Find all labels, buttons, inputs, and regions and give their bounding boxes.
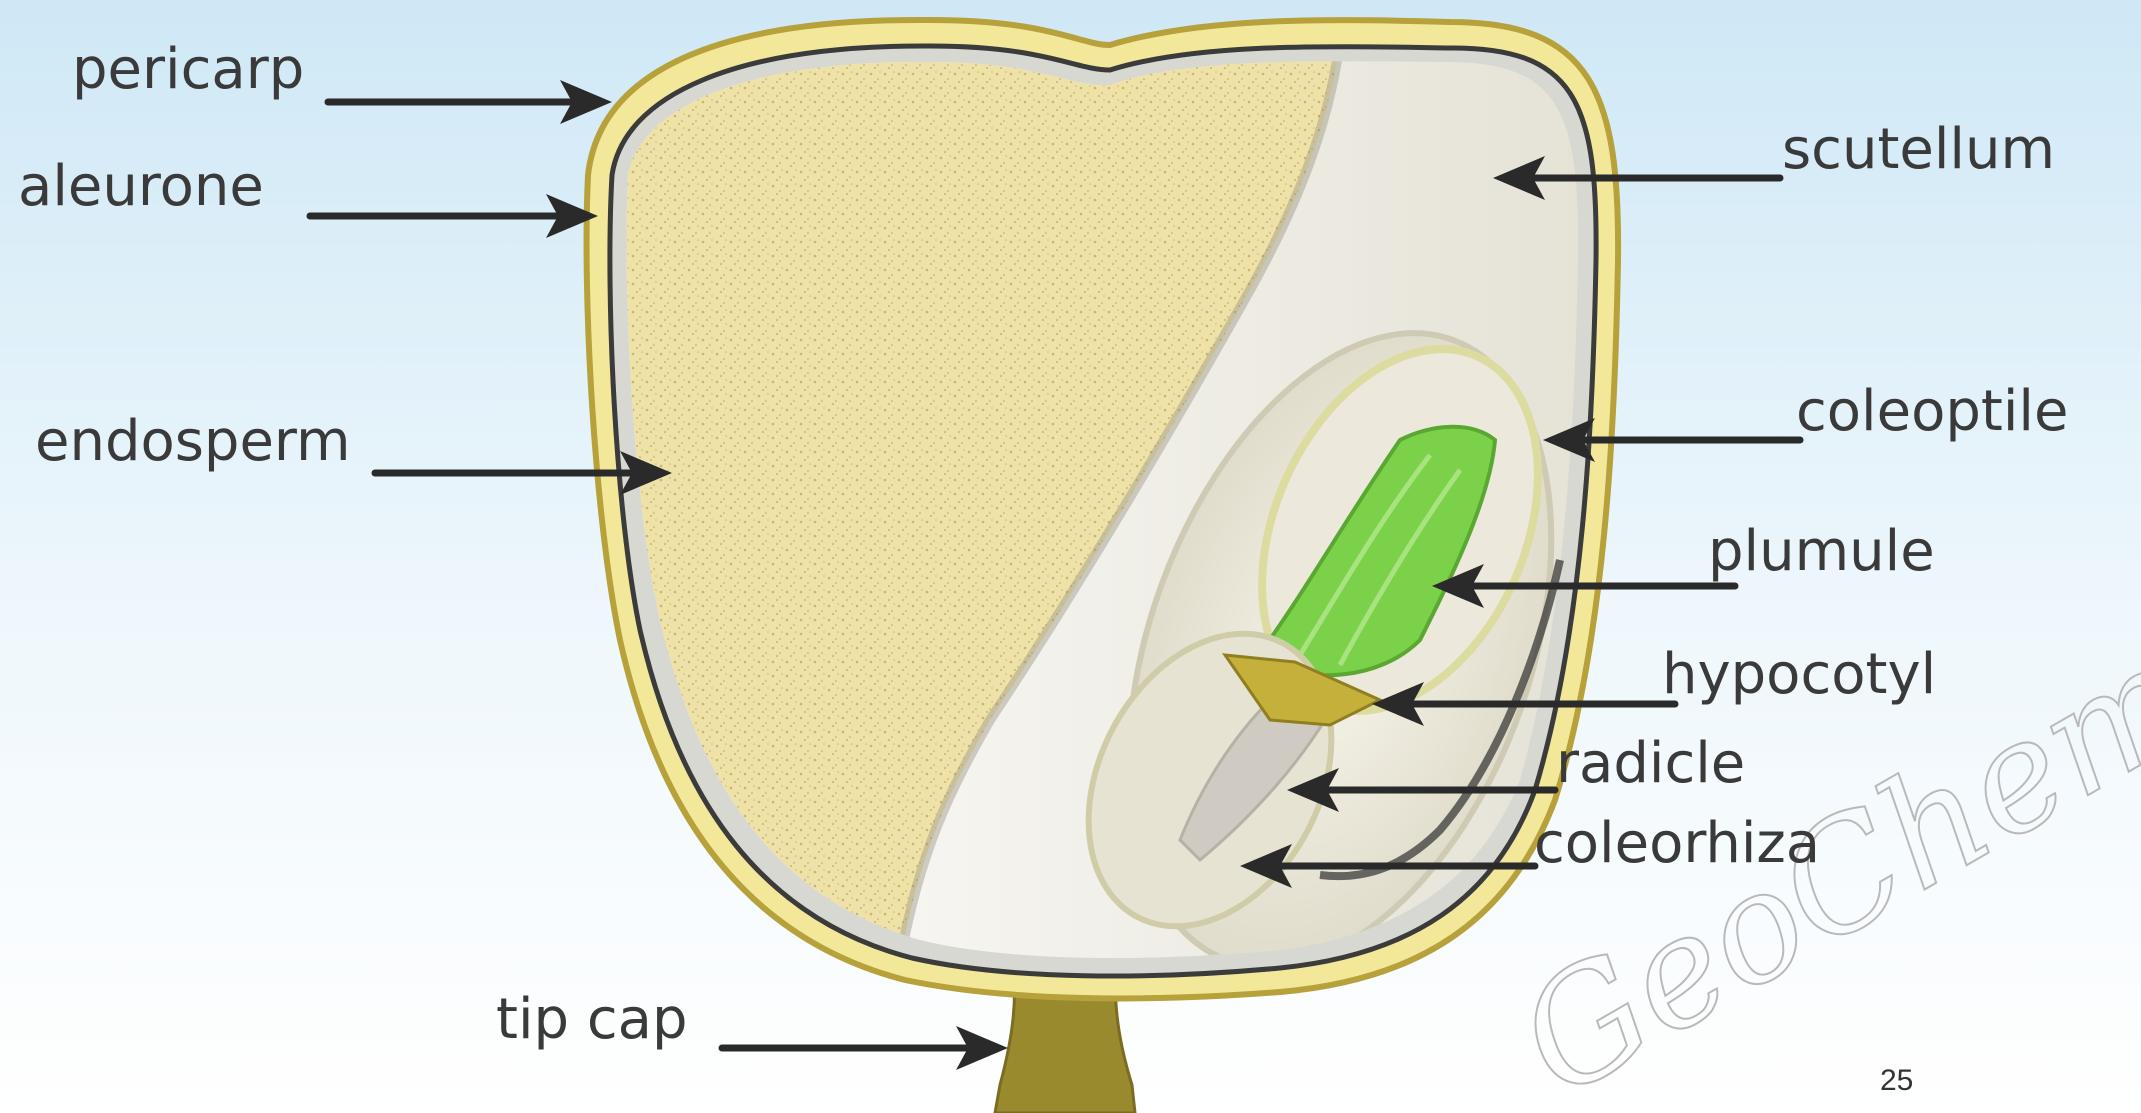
label-tip-cap: tip cap xyxy=(496,987,688,1052)
label-plumule: plumule xyxy=(1708,519,1935,584)
label-endosperm: endosperm xyxy=(35,409,351,474)
label-coleorhiza: coleorhiza xyxy=(1534,811,1820,876)
label-pericarp: pericarp xyxy=(72,37,304,102)
label-hypocotyl: hypocotyl xyxy=(1662,642,1936,707)
label-aleurone: aleurone xyxy=(18,154,264,219)
label-scutellum: scutellum xyxy=(1782,117,2055,182)
label-coleoptile: coleoptile xyxy=(1796,379,2068,444)
page-number: 25 xyxy=(1880,1064,1913,1097)
label-radicle: radicle xyxy=(1556,731,1745,796)
